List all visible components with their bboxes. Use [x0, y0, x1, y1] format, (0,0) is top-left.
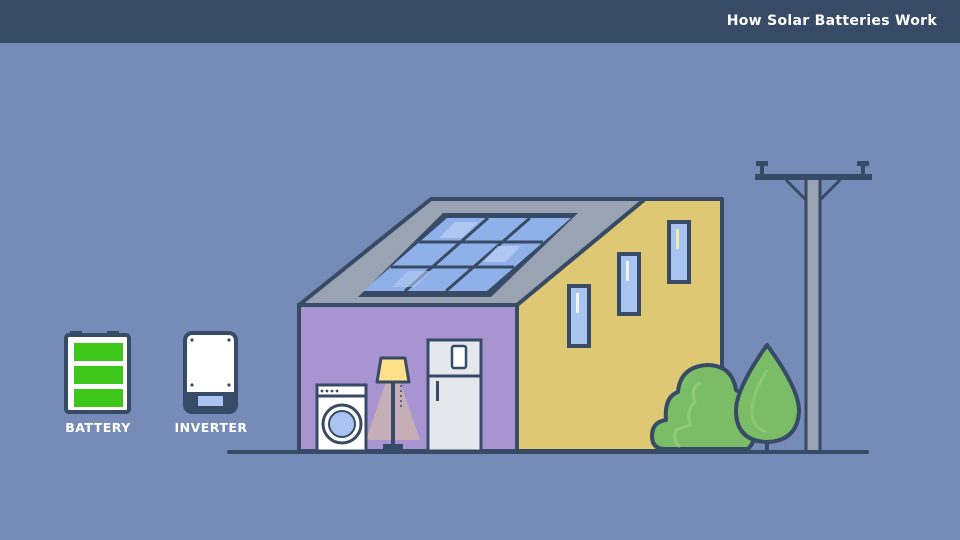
inverter-icon — [183, 331, 238, 414]
utility-pole — [755, 161, 872, 454]
floor-lamp — [366, 356, 420, 450]
window — [667, 220, 691, 284]
inverter-label: INVERTER — [174, 420, 248, 435]
battery-label: BATTERY — [65, 420, 131, 435]
scene-illustration — [64, 161, 872, 454]
header-bar: How Solar Batteries Work — [0, 0, 960, 43]
tree — [733, 343, 802, 452]
washing-machine — [315, 383, 368, 453]
battery-icon — [64, 331, 131, 414]
solar-panel — [358, 213, 578, 297]
window — [567, 284, 591, 348]
window — [617, 252, 641, 316]
fridge — [426, 338, 483, 453]
page-title: How Solar Batteries Work — [726, 13, 937, 29]
scene: BATTERY INVERTER — [0, 43, 960, 540]
